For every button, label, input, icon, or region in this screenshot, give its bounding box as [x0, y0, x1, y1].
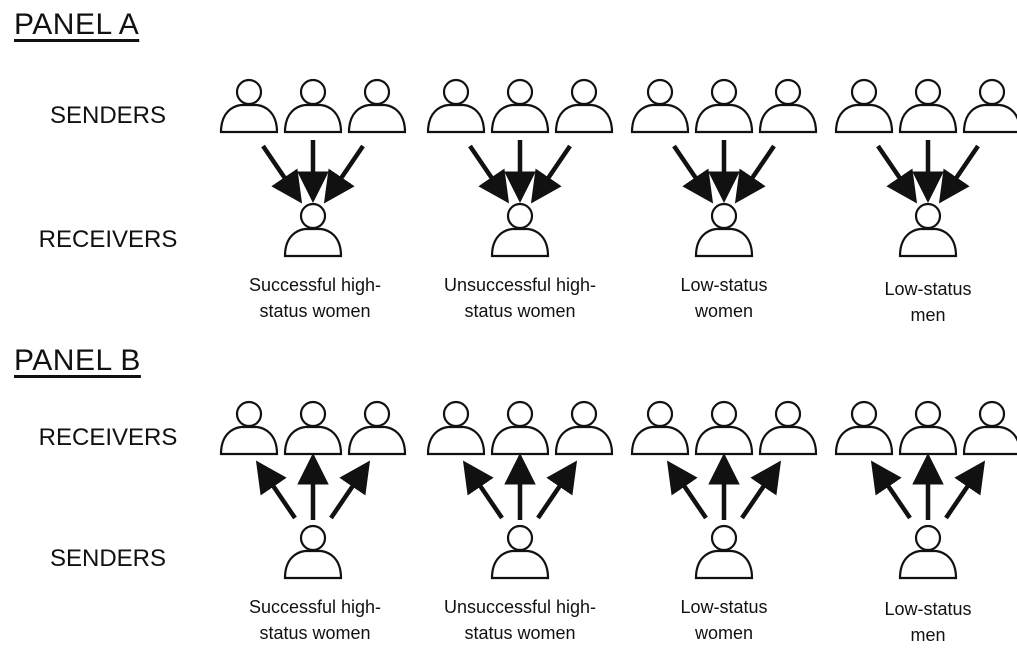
person-icon: [283, 524, 343, 580]
caption-line: status women: [259, 301, 371, 321]
panel-b-caption-3: Low-status women: [624, 594, 824, 646]
arrow-icon: [468, 144, 510, 204]
caption-line: status women: [464, 301, 576, 321]
panel-a-senders-label: SENDERS: [49, 102, 167, 129]
person-icon: [898, 524, 958, 580]
person-icon: [347, 78, 407, 134]
caption-line: Unsuccessful high-: [443, 597, 597, 617]
arrow-icon: [329, 460, 371, 520]
arrow-icon: [876, 144, 918, 204]
caption-line: status women: [259, 623, 371, 643]
arrow-icon: [255, 460, 297, 520]
panel-a-title: PANEL A: [14, 8, 140, 41]
person-icon: [898, 400, 958, 456]
caption-line: men: [910, 305, 946, 325]
person-icon: [834, 400, 894, 456]
caption-line: women: [694, 623, 754, 643]
caption-line: Successful high-: [248, 597, 382, 617]
panel-a-receivers-label: RECEIVERS: [38, 226, 178, 253]
person-icon: [694, 78, 754, 134]
person-icon: [554, 78, 614, 134]
panel-a-caption-1: Successful high- status women: [215, 272, 415, 324]
caption-line: status women: [464, 623, 576, 643]
panel-b-caption-2: Unsuccessful high- status women: [420, 594, 620, 646]
arrow-icon: [462, 460, 504, 520]
caption-line: Successful high-: [248, 275, 382, 295]
caption-line: Low-status: [680, 275, 768, 295]
person-icon: [490, 400, 550, 456]
arrow-icon: [672, 144, 714, 204]
person-icon: [490, 524, 550, 580]
person-icon: [834, 78, 894, 134]
person-icon: [490, 78, 550, 134]
person-icon: [694, 202, 754, 258]
person-icon: [962, 400, 1017, 456]
arrow-icon: [536, 460, 578, 520]
person-icon: [283, 202, 343, 258]
arrow-icon: [740, 460, 782, 520]
panel-a-caption-3: Low-status women: [624, 272, 824, 324]
person-icon: [283, 78, 343, 134]
person-icon: [694, 524, 754, 580]
panel-b-caption-4: Low-status men: [828, 596, 1017, 648]
arrow-icon: [323, 144, 365, 204]
arrow-icon: [944, 460, 986, 520]
person-icon: [758, 78, 818, 134]
arrow-icon: [734, 144, 776, 204]
person-icon: [426, 78, 486, 134]
caption-line: Low-status: [680, 597, 768, 617]
arrow-icon: [666, 460, 708, 520]
person-icon: [283, 400, 343, 456]
person-icon: [554, 400, 614, 456]
person-icon: [630, 78, 690, 134]
panel-a-caption-2: Unsuccessful high- status women: [420, 272, 620, 324]
person-icon: [898, 202, 958, 258]
arrow-icon: [938, 144, 980, 204]
caption-line: Low-status: [884, 279, 972, 299]
panel-b-caption-1: Successful high- status women: [215, 594, 415, 646]
person-icon: [490, 202, 550, 258]
person-icon: [694, 400, 754, 456]
person-icon: [219, 400, 279, 456]
person-icon: [962, 78, 1017, 134]
person-icon: [758, 400, 818, 456]
arrow-icon: [261, 144, 303, 204]
caption-line: Unsuccessful high-: [443, 275, 597, 295]
caption-line: women: [694, 301, 754, 321]
arrow-icon: [870, 460, 912, 520]
panel-a-caption-4: Low-status men: [828, 276, 1017, 328]
person-icon: [347, 400, 407, 456]
panel-b-receivers-label: RECEIVERS: [38, 424, 178, 451]
caption-line: men: [910, 625, 946, 645]
arrow-icon: [530, 144, 572, 204]
panel-b-senders-label: SENDERS: [49, 545, 167, 572]
caption-line: Low-status: [884, 599, 972, 619]
person-icon: [219, 78, 279, 134]
person-icon: [630, 400, 690, 456]
person-icon: [426, 400, 486, 456]
person-icon: [898, 78, 958, 134]
panel-b-title: PANEL B: [14, 344, 141, 377]
